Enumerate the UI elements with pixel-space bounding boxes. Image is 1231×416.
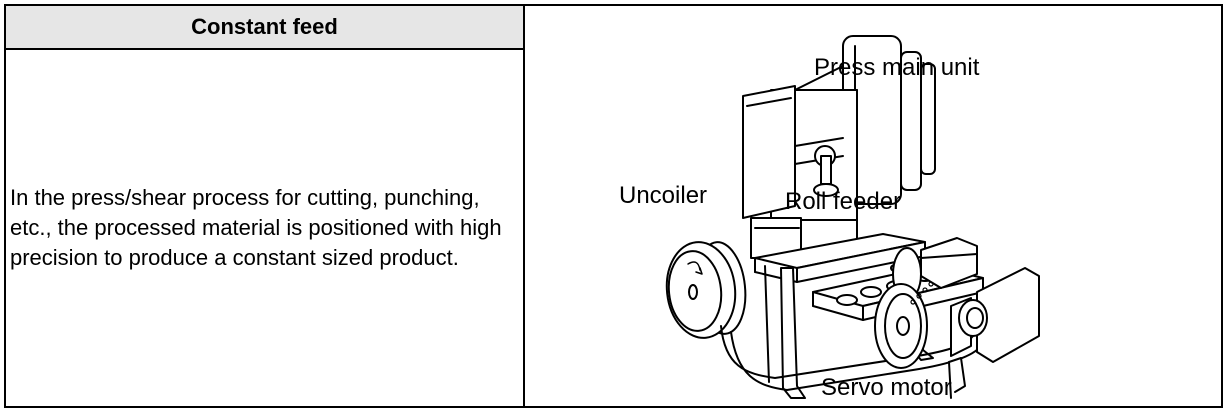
- press-line-diagram: [665, 35, 1040, 399]
- label-press-main-unit: Press main unit: [814, 54, 980, 81]
- table-header: Constant feed: [191, 14, 338, 39]
- servo-motor-illustration: [948, 297, 988, 399]
- description-cell: In the press/shear process for cutting, …: [6, 50, 525, 406]
- press-main-unit-illustration: [742, 35, 984, 399]
- table-header-cell: Constant feed: [6, 6, 525, 50]
- uncoiler-illustration: [665, 241, 747, 339]
- label-servo-motor: Servo motor: [821, 374, 952, 401]
- feed-table: Constant feed In the press/shear process…: [4, 4, 1223, 408]
- label-roll-feeder: Roll feeder: [785, 188, 902, 215]
- roll-feeder-illustration: [874, 237, 1040, 369]
- diagram-cell: Press main unit Uncoiler Roll feeder Ser…: [525, 6, 1221, 406]
- label-uncoiler: Uncoiler: [619, 182, 708, 209]
- description-text: In the press/shear process for cutting, …: [10, 185, 502, 270]
